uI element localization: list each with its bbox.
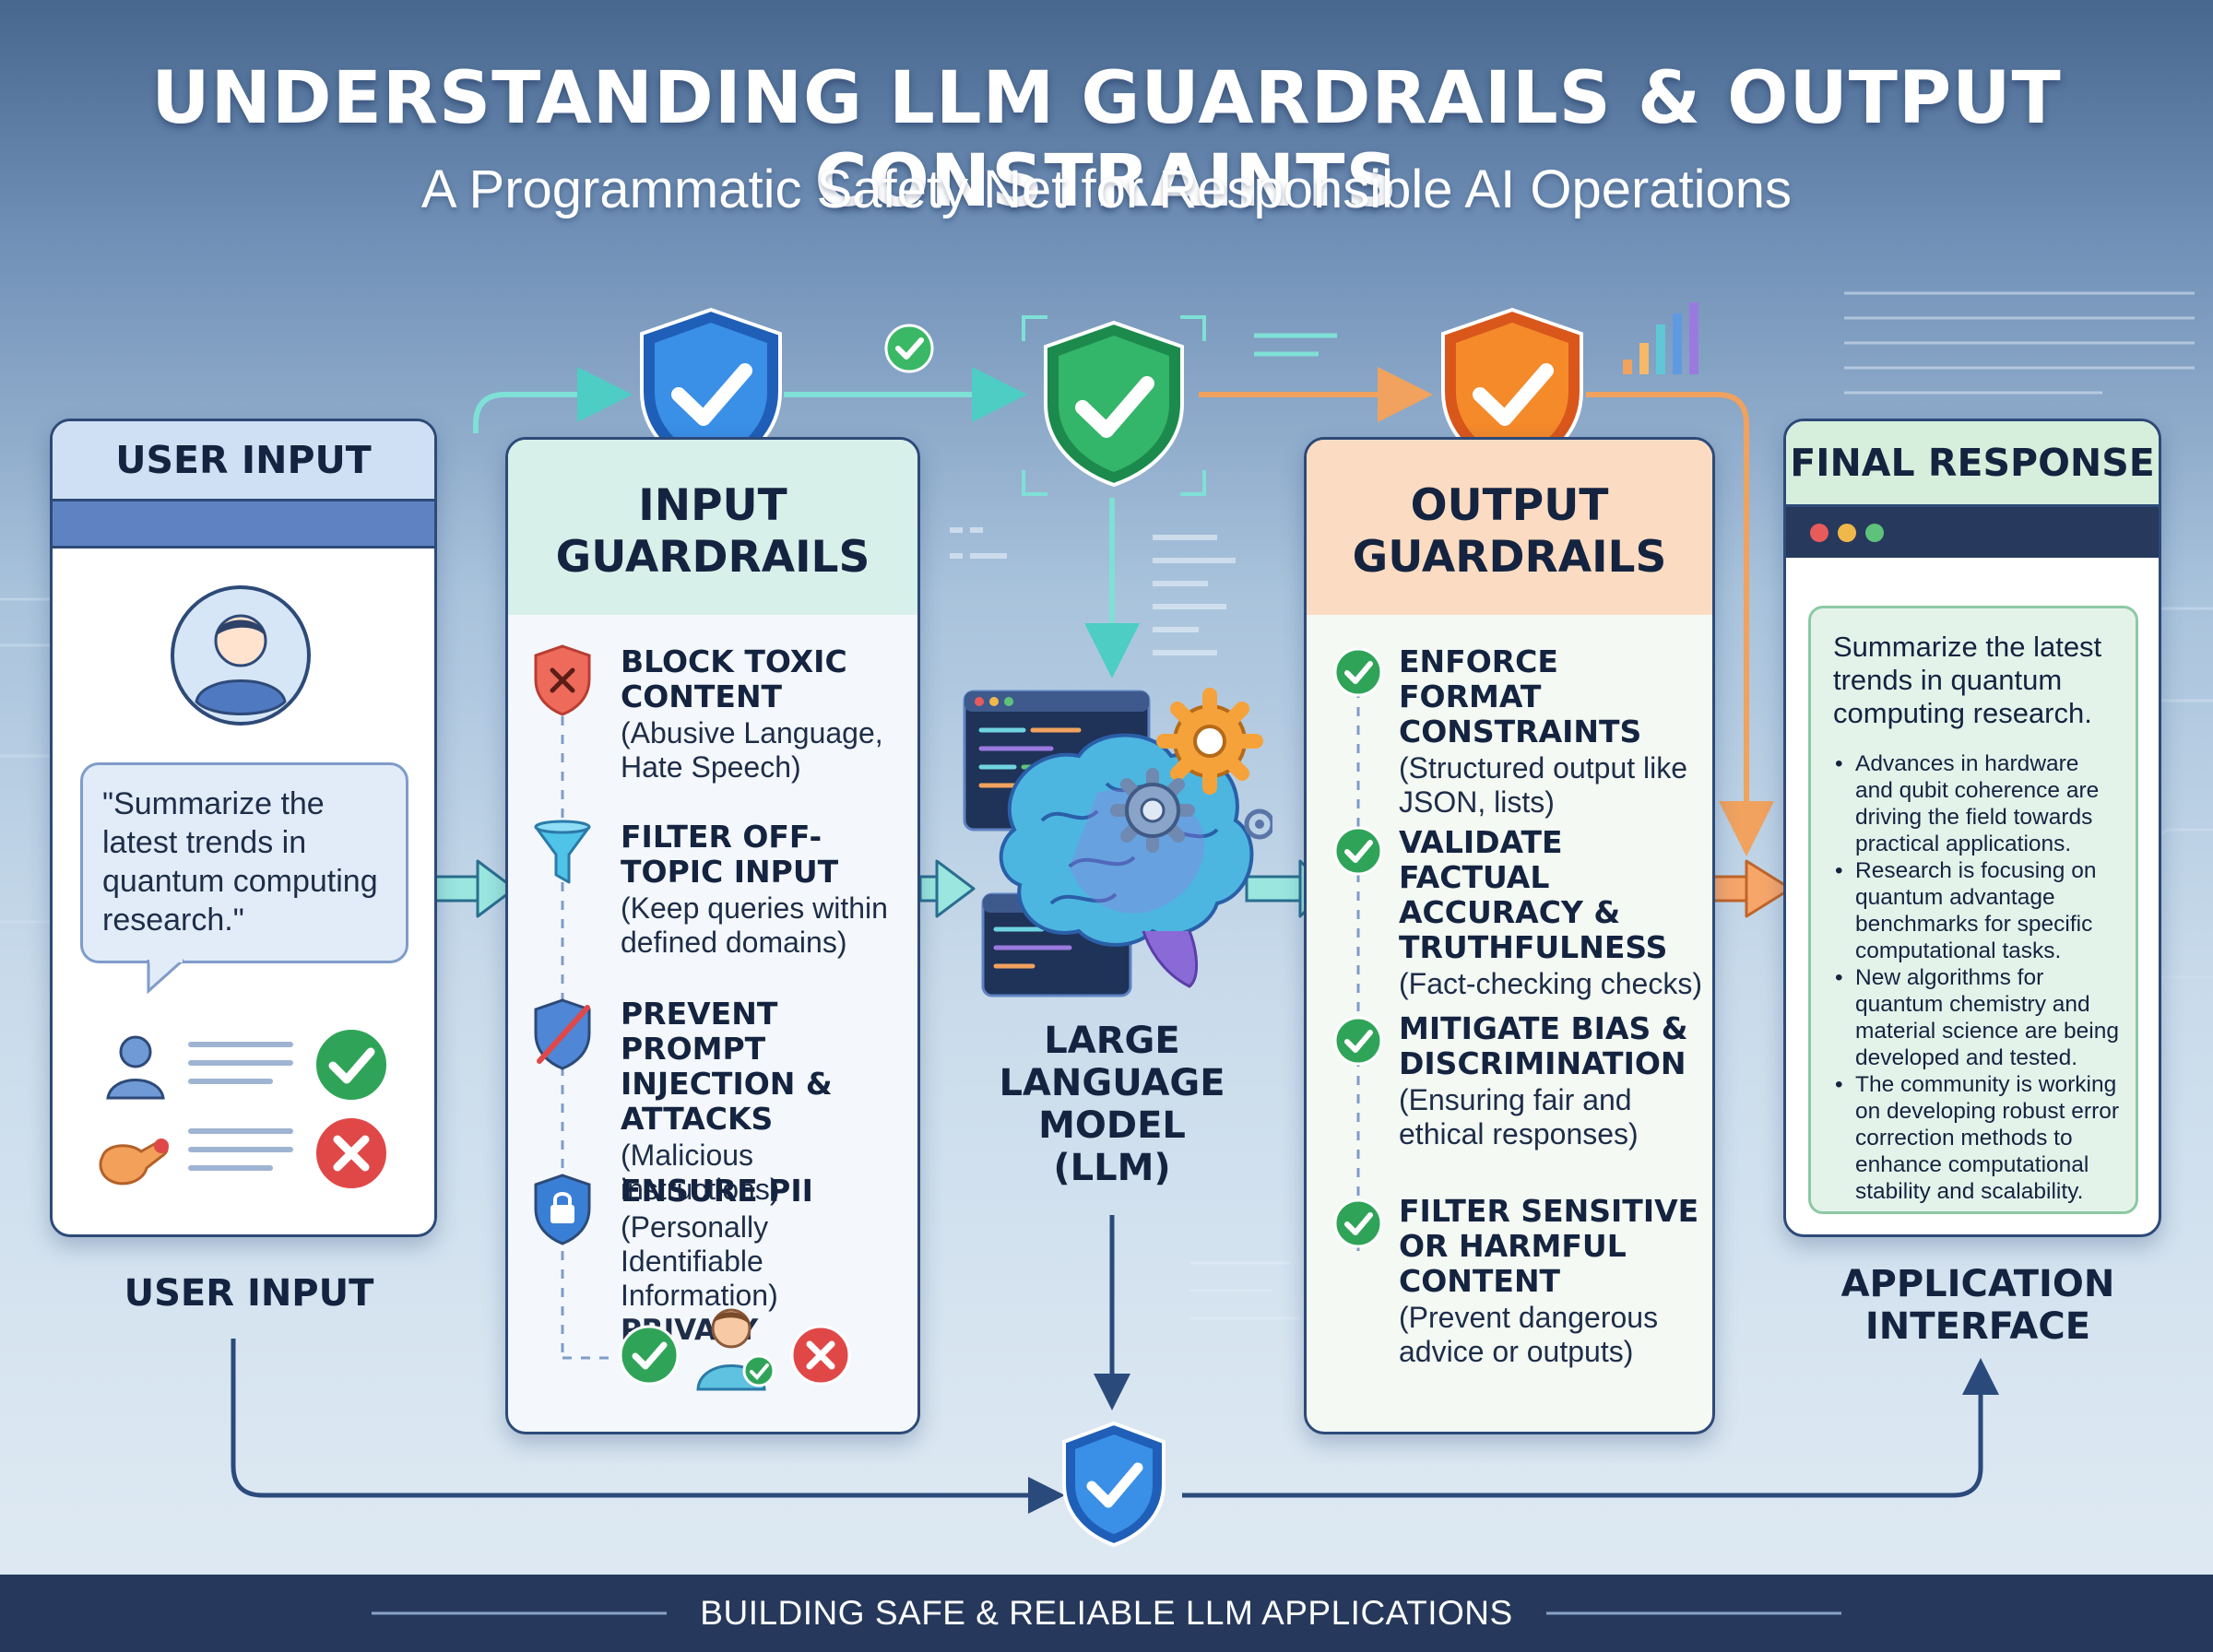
item-title: FILTER SENSITIVE OR HARMFUL CONTENT — [1399, 1193, 1699, 1299]
check-circle-icon — [1333, 1198, 1383, 1248]
llm-label: LARGE LANGUAGE MODEL (LLM) — [999, 1020, 1225, 1189]
response-bullet: New algorithms for quantum chemistry and… — [1833, 964, 2121, 1071]
user-input-panel: USER INPUT "Summarize the latest trends … — [50, 419, 437, 1237]
funnel-icon — [534, 820, 591, 884]
check-circle-icon — [1333, 1016, 1383, 1066]
output-item-sensitive: FILTER SENSITIVE OR HARMFUL CONTENT (Pre… — [1399, 1194, 1703, 1369]
gear-icon — [1244, 808, 1272, 840]
window-maximize-dot — [1865, 524, 1884, 542]
user-person-icon — [106, 1035, 165, 1100]
text-lines-icon — [188, 1128, 293, 1171]
input-guardrails-panel: INPUT GUARDRAILS BLOCK TOXIC CONTENT (Ab… — [505, 437, 920, 1434]
item-desc: (Keep queries within defined domains) — [621, 891, 888, 959]
item-desc: (Structured output like JSON, lists) — [1399, 751, 1688, 819]
arrow-input-to-llm — [918, 859, 976, 918]
check-circle-icon — [884, 324, 934, 373]
item-title: FILTER OFF-TOPIC INPUT — [621, 819, 839, 890]
item-desc: (Malicious instructions) — [621, 1139, 780, 1206]
shield-check-icon — [1022, 315, 1206, 496]
text-lines-icon — [188, 1042, 293, 1084]
output-guardrails-header: OUTPUT GUARDRAILS — [1307, 440, 1712, 615]
page-subtitle: A Programmatic Safety Net for Responsibl… — [420, 159, 1793, 219]
output-item-format: ENFORCE FORMAT CONSTRAINTS (Structured o… — [1399, 644, 1703, 820]
check-circle-icon — [1333, 826, 1383, 876]
item-title: PREVENT PROMPT INJECTION & ATTACKS — [621, 996, 833, 1137]
response-card: Summarize the latest trends in quantum c… — [1808, 606, 2138, 1214]
gear-icon — [1110, 768, 1195, 853]
item-title: ENSURE PII — [621, 1173, 813, 1209]
mini-bar-chart — [1623, 302, 1698, 374]
llm-brain-illustration — [963, 688, 1272, 997]
item-title: MITIGATE BIAS & DISCRIMINATION — [1399, 1010, 1688, 1081]
final-response-header: FINAL RESPONSE — [1786, 421, 2159, 504]
item-desc: (Ensuring fair and ethical responses) — [1399, 1083, 1639, 1150]
check-circle-icon — [619, 1325, 680, 1386]
footer-rule-right — [1545, 1611, 1841, 1615]
item-desc: (Abusive Language, Hate Speech) — [621, 716, 883, 784]
input-item-block-toxic: BLOCK TOXIC CONTENT (Abusive Language, H… — [621, 644, 906, 785]
shield-check-icon — [1062, 1421, 1166, 1548]
shield-check-icon — [1441, 307, 1583, 477]
page-title: UNDERSTANDING LLM GUARDRAILS & OUTPUT CO… — [151, 57, 2062, 223]
person-check-icon — [696, 1308, 775, 1391]
final-response-panel: FINAL RESPONSE Summarize the latest tren… — [1783, 419, 2161, 1237]
check-circle-icon — [313, 1026, 390, 1103]
output-guardrails-panel: OUTPUT GUARDRAILS ENFORCE FORMAT CONSTRA… — [1304, 437, 1715, 1434]
user-prompt-text: "Summarize the latest trends in quantum … — [102, 786, 378, 938]
item-title: ENFORCE FORMAT CONSTRAINTS — [1399, 643, 1642, 749]
hacker-hand-icon — [99, 1139, 169, 1186]
arrow-user-to-input — [422, 859, 516, 918]
window-minimize-dot — [1838, 524, 1856, 542]
footer-bar: BUILDING SAFE & RELIABLE LLM APPLICATION… — [0, 1575, 2213, 1652]
item-title: BLOCK TOXIC CONTENT — [621, 643, 847, 714]
check-circle-icon — [1333, 647, 1383, 697]
window-titlebar — [1786, 504, 2159, 558]
cross-circle-icon — [790, 1325, 851, 1386]
cross-circle-icon — [313, 1115, 390, 1192]
avatar-icon — [171, 585, 311, 726]
response-bullet: Research is focusing on quantum advantag… — [1833, 857, 2121, 964]
response-bullets: Advances in hardware and qubit coherence… — [1833, 750, 2121, 1205]
response-summary: Summarize the latest trends in quantum c… — [1833, 631, 2102, 729]
item-title: VALIDATE FACTUAL ACCURACY & TRUTHFULNESS — [1399, 824, 1668, 965]
footer-rule-left — [372, 1611, 668, 1615]
output-item-factual: VALIDATE FACTUAL ACCURACY & TRUTHFULNESS… — [1399, 825, 1712, 1001]
window-titlebar — [53, 499, 434, 549]
footer-text: BUILDING SAFE & RELIABLE LLM APPLICATION… — [700, 1594, 1513, 1632]
shield-lock-icon — [534, 1174, 591, 1245]
bubble-tail — [147, 958, 185, 995]
input-item-filter-offtopic: FILTER OFF-TOPIC INPUT (Keep queries wit… — [621, 820, 906, 960]
shield-check-icon — [640, 307, 782, 477]
shield-x-icon — [534, 644, 591, 716]
window-close-dot — [1810, 524, 1828, 542]
item-desc: (Fact-checking checks) — [1399, 967, 1702, 1000]
item-desc: (Prevent dangerous advice or outputs) — [1399, 1301, 1659, 1368]
input-guardrails-header: INPUT GUARDRAILS — [508, 440, 917, 615]
application-interface-caption: APPLICATION INTERFACE — [1840, 1263, 2115, 1348]
gear-icon — [1156, 688, 1263, 795]
dashed-connector — [1356, 689, 1360, 1258]
user-input-caption: USER INPUT — [124, 1272, 374, 1315]
response-bullet: Advances in hardware and qubit coherence… — [1833, 750, 2121, 857]
response-bullet: The community is working on developing r… — [1833, 1071, 2121, 1205]
output-item-bias: MITIGATE BIAS & DISCRIMINATION (Ensuring… — [1399, 1011, 1703, 1151]
item-desc: (Personally Identifiable Information) — [621, 1210, 778, 1312]
input-item-prevent-injection: PREVENT PROMPT INJECTION & ATTACKS (Mali… — [621, 997, 916, 1207]
shield-slash-icon — [534, 998, 591, 1070]
prompt-bubble — [80, 762, 408, 963]
user-input-header: USER INPUT — [53, 421, 434, 499]
